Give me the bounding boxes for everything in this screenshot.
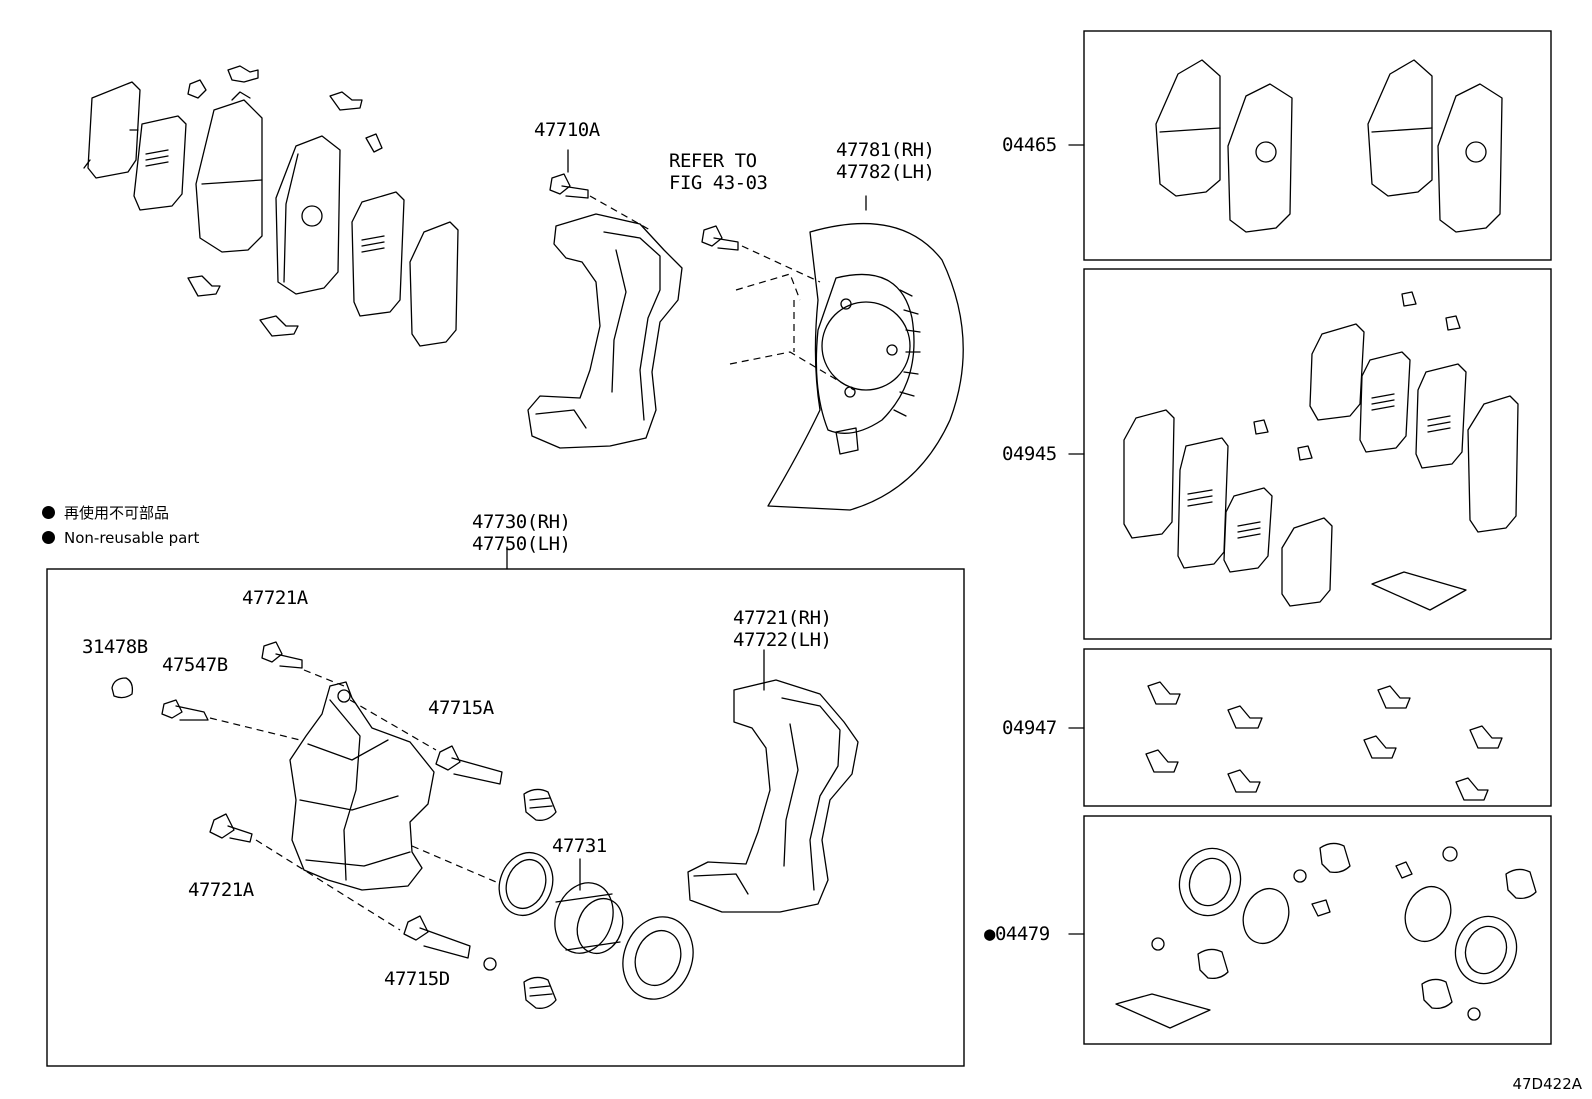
label-47715A[interactable]: 47715A [428, 697, 494, 719]
bolt-47710A [549, 173, 651, 231]
bolt-47721A-top [261, 641, 345, 687]
dust-shield [729, 222, 964, 511]
label-04465[interactable]: 04465 [1002, 134, 1057, 156]
cap-31478B [111, 677, 134, 699]
label-47781-47782[interactable]: 47781(RH) 47782(LH) [836, 139, 935, 183]
caliper-body [289, 681, 435, 891]
pin-47715D [403, 915, 471, 959]
label-47721A-top[interactable]: 47721A [242, 587, 308, 609]
kit-04479-seals [1115, 842, 1537, 1029]
piston-boot [622, 916, 694, 1000]
pin-47715A [349, 699, 503, 785]
label-47721-47722[interactable]: 47721(RH) 47722(LH) [733, 607, 832, 651]
kit-box-04465 [1083, 30, 1552, 261]
label-04479[interactable]: ●04479 [984, 923, 1050, 945]
legend-item-jp: 再使用不可部品 [42, 503, 199, 523]
piston-47731 [554, 882, 624, 955]
kit-04947-clips [1145, 681, 1503, 801]
kit-box-04947 [1083, 648, 1552, 807]
label-31478B[interactable]: 31478B [82, 636, 148, 658]
legend: 再使用不可部品 Non-reusable part [42, 503, 199, 548]
legend-item-en: Non-reusable part [42, 528, 199, 548]
label-47710A[interactable]: 47710A [534, 119, 600, 141]
kit-04945-shims [1123, 291, 1519, 611]
label-04945[interactable]: 04945 [1002, 443, 1057, 465]
figure-id: 47D422A [1512, 1075, 1582, 1093]
caliper-bracket-lower [687, 679, 859, 913]
label-47731[interactable]: 47731 [552, 835, 607, 857]
non-reusable-dot-icon [42, 531, 55, 544]
label-47721A-bottom[interactable]: 47721A [188, 879, 254, 901]
bolt-47721A-bottom [209, 813, 401, 931]
label-47547B[interactable]: 47547B [162, 654, 228, 676]
seal-ring [411, 845, 554, 917]
boot-upper [523, 788, 557, 821]
brake-pads-top-left [83, 65, 459, 347]
leader-lines [506, 144, 1085, 935]
kit-04465-pads [1155, 59, 1503, 233]
bolt-refer-fig [701, 225, 739, 251]
kit-box-04945 [1083, 268, 1552, 640]
bleeder-47547B [161, 699, 301, 741]
boot-lower [483, 957, 557, 1009]
non-reusable-dot-icon [42, 506, 55, 519]
label-47715D[interactable]: 47715D [384, 968, 450, 990]
label-04947[interactable]: 04947 [1002, 717, 1057, 739]
label-refer-fig[interactable]: REFER TO FIG 43-03 [669, 150, 768, 194]
caliper-bracket-upper [527, 213, 683, 449]
label-47730-47750[interactable]: 47730(RH) 47750(LH) [472, 511, 571, 555]
caliper-assembly-box [46, 568, 965, 1067]
kit-box-04479 [1083, 815, 1552, 1045]
